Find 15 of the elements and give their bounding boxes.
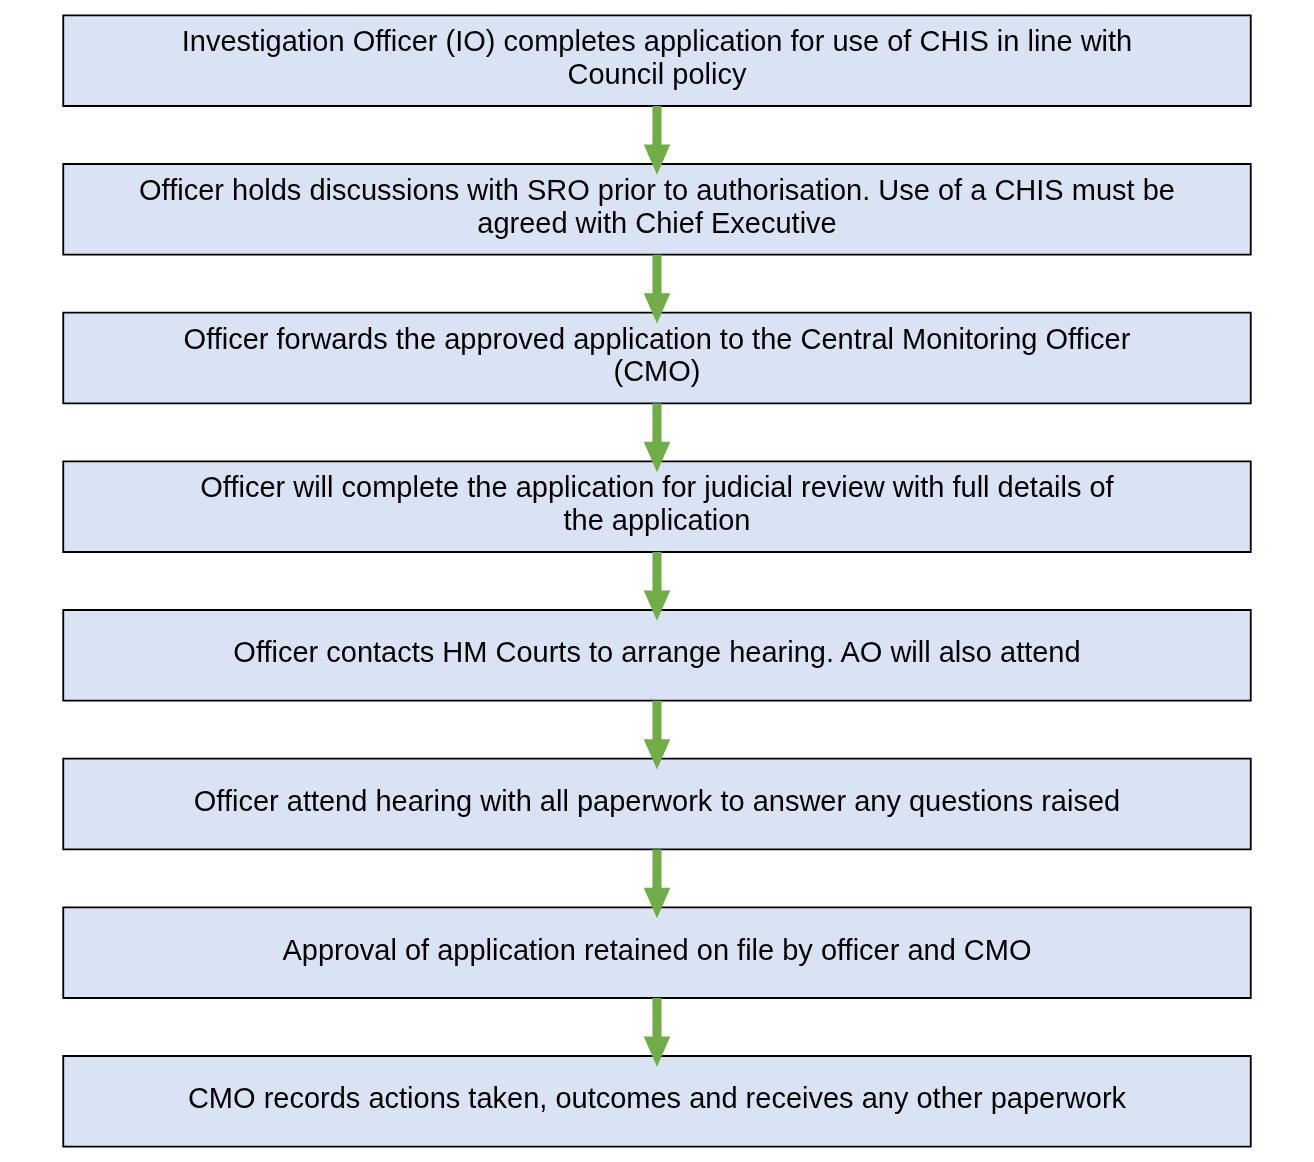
node-box: Approval of application retained on file by officer and CMO [62, 906, 1252, 999]
node-box: Officer holds discussions with SRO prior to authorisation. Use of a CHIS must be agreed with Chief Executive [62, 163, 1252, 256]
node-box: Officer will complete the application for judicial review with full details of the application [62, 460, 1252, 553]
node-box: Investigation Officer (IO) completes application for use of CHIS in line with Council policy [62, 14, 1252, 107]
node-box: CMO records actions taken, outcomes and receives any other paperwork [62, 1055, 1252, 1148]
arrow [643, 552, 671, 621]
node-box: Officer attend hearing with all paperwork to answer any questions raised [62, 757, 1252, 851]
node-box: Officer contacts HM Courts to arrange hearing. AO will also attend [62, 609, 1252, 702]
arrow [643, 849, 671, 919]
arrow [643, 254, 671, 324]
node-box: Officer forwards the approved application to the Central Monitoring Officer (CMO) [62, 311, 1252, 405]
arrow [643, 106, 671, 175]
arrow [643, 700, 671, 770]
arrow [643, 998, 671, 1067]
arrow [643, 403, 671, 473]
